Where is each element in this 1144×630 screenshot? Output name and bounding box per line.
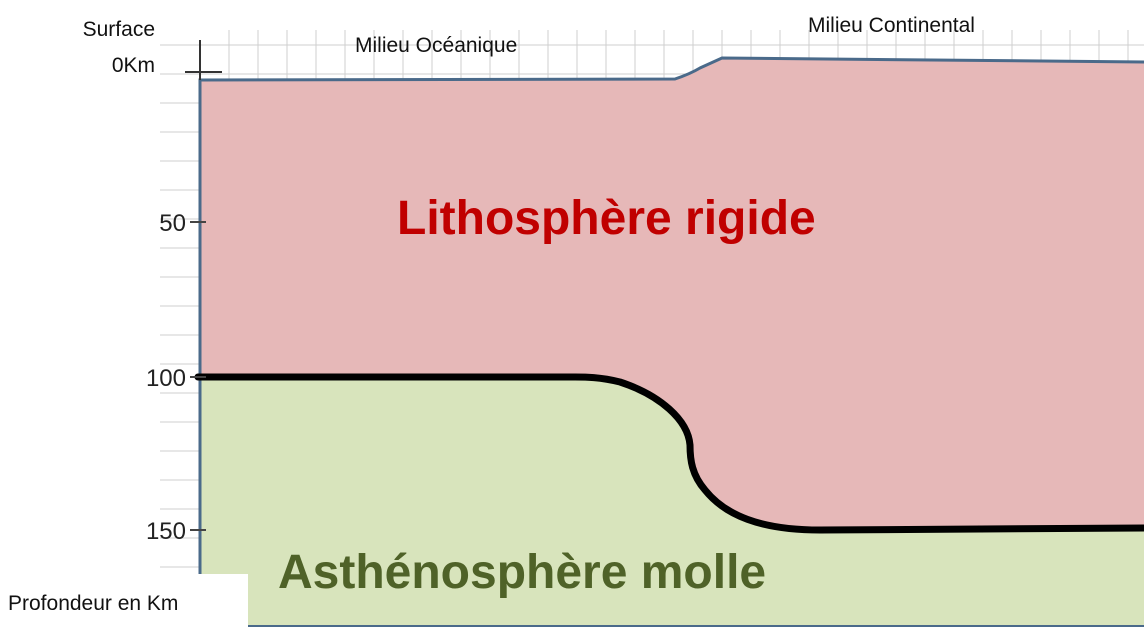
tick-label-50: 50 [159,210,186,237]
oceanic-label: Milieu Océanique [355,34,517,57]
asthenosphere-title: Asthénosphère molle [278,546,766,599]
zero-km-label: 0Km [112,54,155,77]
surface-label: Surface [83,18,155,41]
depth-axis-label: Profondeur en Km [8,592,178,616]
lithosphere-title: Lithosphère rigide [397,192,816,245]
tick-label-100: 100 [146,365,186,392]
tick-label-150: 150 [146,518,186,545]
continental-label: Milieu Continental [808,14,975,37]
